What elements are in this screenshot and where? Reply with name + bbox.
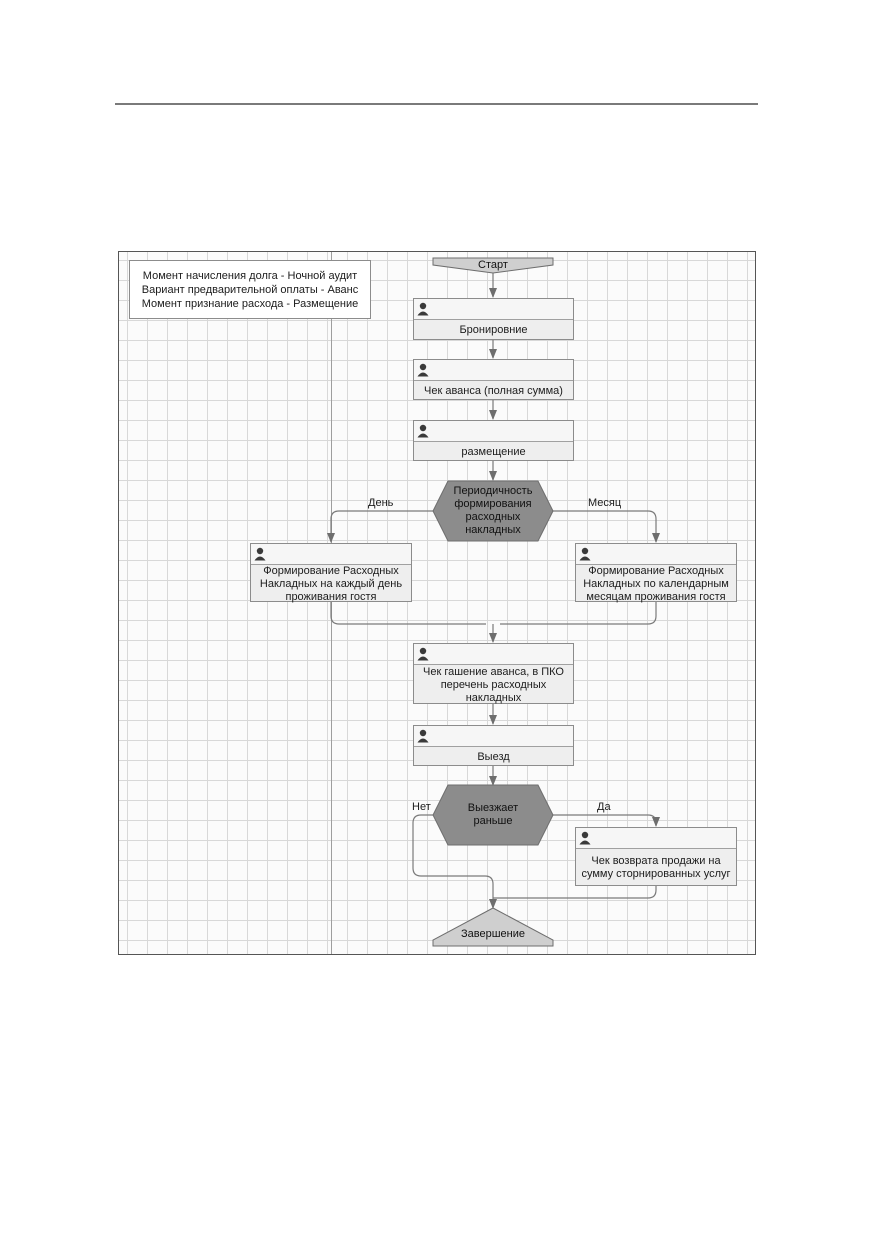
task-checkout[interactable]: Выезд [413,725,574,766]
decision-text-line: Периодичность [453,485,533,497]
task-placement[interactable]: размещение [413,420,574,461]
decision-text-line: раньше [473,815,513,827]
user-icon [579,831,591,845]
task-booking[interactable]: Бронировние [413,298,574,340]
decision-periodicity [432,480,554,542]
note-line: Момент признание расхода - Размещение [141,297,359,310]
end-label: Завершение [461,927,525,940]
task-text-line: Выезд [477,750,510,763]
start-terminal [432,257,554,274]
link-decision-no [412,814,497,909]
task-text: Формирование Расходных Накладных на кажд… [251,565,411,603]
task-text-line: Чек возврата продажи на [591,855,721,867]
decision-periodicity-label[interactable]: Периодичность формирования расходных нак… [433,482,553,540]
connectors-layer [327,257,660,947]
task-text-line: накладных [465,691,522,704]
user-icon [417,647,429,661]
task-text: Выезд [414,747,573,767]
branch-label-yes: Да [597,801,611,813]
task-text: Чек возврата продажи на сумму сторнирова… [576,849,736,887]
link-refund-merge [493,886,657,899]
task-text-line: проживания гостя [285,590,377,603]
task-text-line: Накладных по календарным [583,577,729,590]
user-icon [417,363,429,377]
task-header [576,828,736,849]
link-monthly-merge [500,602,657,625]
task-text-line: размещение [461,445,526,458]
branch-label-no: Нет [412,801,431,813]
task-text: Чек аванса (полная сумма) [414,381,573,401]
task-text-line: Бронировние [459,324,528,336]
page-top-rule [115,103,758,105]
user-icon [417,729,429,743]
task-header [414,726,573,747]
note-line: Момент начисления долга - Ночной аудит [142,269,358,282]
user-icon [417,302,429,316]
task-header [251,544,411,565]
task-advance-repayment[interactable]: Чек гашение аванса, в ПКО перечень расхо… [413,643,574,704]
task-text: размещение [414,442,573,462]
task-monthly-invoices[interactable]: Формирование Расходных Накладных по кале… [575,543,737,603]
task-refund-check[interactable]: Чек возврата продажи на сумму сторнирова… [575,827,737,886]
task-text-line: месяцам проживания гостя [586,590,726,603]
end-terminal [432,907,554,947]
task-text-line: Формирование Расходных [263,564,399,577]
task-header [414,644,573,665]
settings-note: Момент начисления долга - Ночной аудит В… [129,260,371,319]
user-icon [417,424,429,438]
task-text-line: Формирование Расходных [588,564,724,577]
user-icon [579,547,591,561]
branch-label-day: День [368,497,394,509]
link-decision-daily [327,510,433,543]
task-text-line: Чек аванса (полная сумма) [424,384,563,397]
task-text-line: Накладных на каждый день [259,577,403,590]
task-advance-check[interactable]: Чек аванса (полная сумма) [413,359,574,400]
task-daily-invoices[interactable]: Формирование Расходных Накладных на кажд… [250,543,412,603]
task-header [414,421,573,442]
task-header [414,360,573,381]
flowchart-canvas: Момент начисления долга - Ночной аудит В… [118,251,756,955]
link-decision-monthly [553,510,660,543]
task-header [414,299,573,320]
decision-text-line: Выезжает [467,802,519,814]
link-decision-refund [553,814,660,827]
note-line: Вариант предварительной оплаты - Аванс [141,283,359,296]
task-header [576,544,736,565]
link-daily-merge [330,602,486,625]
decision-text-line: расходных [465,511,521,523]
branch-label-month: Месяц [588,497,622,509]
task-text: Чек гашение аванса, в ПКО перечень расхо… [414,665,573,705]
decision-early-departure [432,784,554,846]
task-text-line: перечень расходных [440,678,547,691]
user-icon [254,547,266,561]
task-text-line: Чек гашение аванса, в ПКО [423,665,564,678]
task-text: Бронировние [414,320,573,341]
decision-text-line: накладных [465,524,521,536]
task-text-line: сумму сторнированных услуг [581,868,731,880]
decision-text-line: формирования [454,498,532,510]
start-label: Старт [478,259,508,271]
task-text: Формирование Расходных Накладных по кале… [576,565,736,603]
decision-early-departure-label[interactable]: Выезжает раньше [433,786,553,844]
